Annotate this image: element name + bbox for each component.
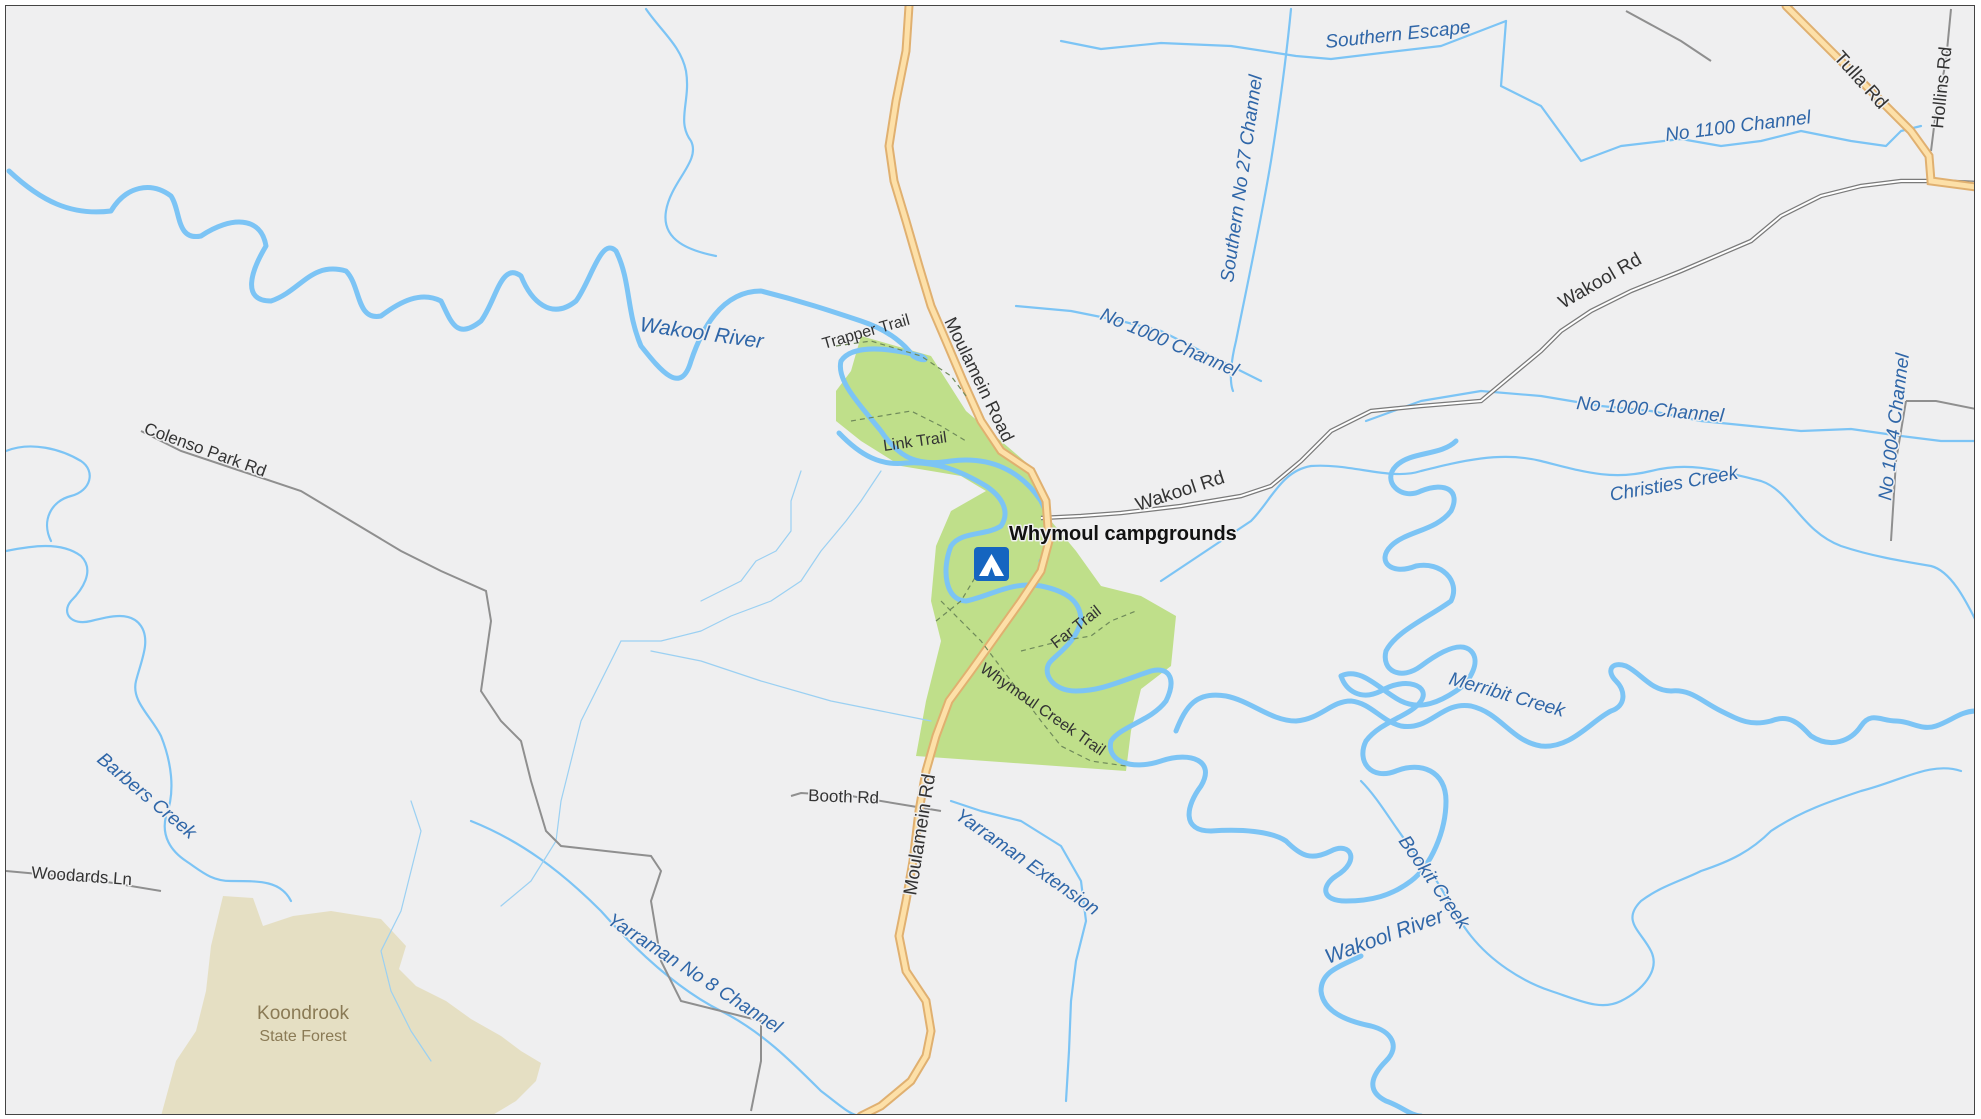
southern-no27-channel-label: Southern No 27 Channel [1217,73,1267,284]
barbers-creek-label: Barbers Creek [93,749,201,845]
forest-subtitle-label: State Forest [259,1028,347,1045]
woodards-lane-label: Woodards Ln [31,863,133,889]
yarraman-extension [949,799,1088,1103]
southern-escape-channel [1059,19,1508,61]
bookit-creek [1359,767,1963,1007]
no1100-channel-label: No 1100 Channel [1664,107,1813,146]
creek-north [644,7,718,258]
colenso-park-road-line [140,430,762,1112]
no1004-channel-label: No 1004 Channel [1875,351,1914,501]
colenso-park-road-label: Colenso Park Rd [142,419,269,481]
campground-tent-icon [979,554,1004,576]
no1100-channel [1499,19,1923,163]
no1000-channel-north [1014,304,1263,383]
hollins-road-line [1930,8,1952,152]
campground-marker[interactable] [974,547,1009,581]
hollins-road-label: Hollins Rd [1927,46,1955,130]
wakool-river-label: Wakool River [638,313,765,353]
wakool-road-label-west: Wakool Rd [1133,467,1227,515]
no1000-channel-label-north: No 1000 Channel [1097,304,1242,381]
stream-1 [620,470,882,642]
wakool-road-label-east: Wakool Rd [1555,249,1645,313]
map-frame[interactable]: Wakool River Southern Escape No 1100 Cha… [5,5,1975,1115]
far-trail-line [1020,610,1137,652]
stream-3 [700,470,802,602]
wakool-road-line [1040,180,1974,519]
no1000-channel-label-east: No 1000 Channel [1576,393,1726,427]
wakool-river-east [1338,438,1478,708]
campground-name-label[interactable]: Whymoul campgrounds [1008,522,1239,547]
wakool-river-south [1318,953,1423,1114]
wakool-river-upper [6,168,1053,564]
koondrook-state-forest-area [161,896,541,1114]
tulla-road-label: Tulla Rd [1829,47,1891,113]
southern-no27-channel [1229,7,1293,393]
east-road-line [1890,400,1974,542]
yarraman-no8-channel-label: Yarraman No 8 Channel [603,910,786,1039]
wakool-river-label-south: Wakool River [1322,904,1448,969]
tulla-road-line [1783,6,1974,190]
stream-5 [380,800,432,1062]
booth-road-label: Booth Rd [808,786,880,807]
link-trail-line [850,410,967,442]
barbers-creek [6,544,293,903]
southern-escape-label: Southern Escape [1324,17,1471,53]
yarraman-extension-label: Yarraman Extension [951,805,1103,920]
wakool-river-middle [836,430,1449,904]
moulamein-rd-label: Moulamein Rd [900,773,940,897]
forest-name-label: Koondrook [257,1003,349,1024]
merribit-creek-label: Merribit Creek [1447,669,1569,722]
stream-4 [650,650,932,722]
moulamein-road-line [859,6,1052,1114]
map-canvas[interactable]: Wakool River Southern Escape No 1100 Cha… [6,6,1975,1115]
merribit-creek-river [1173,662,1974,749]
christies-creek-label: Christies Creek [1608,462,1741,505]
stream-2 [500,640,622,907]
woodards-lane-line [6,870,162,892]
christies-creek [1159,455,1974,620]
creek-west-loop [6,445,91,543]
whymoul-creek-trail-line [940,600,1127,767]
northeast-track [1625,10,1712,62]
yarraman-no8-channel [469,819,857,1114]
